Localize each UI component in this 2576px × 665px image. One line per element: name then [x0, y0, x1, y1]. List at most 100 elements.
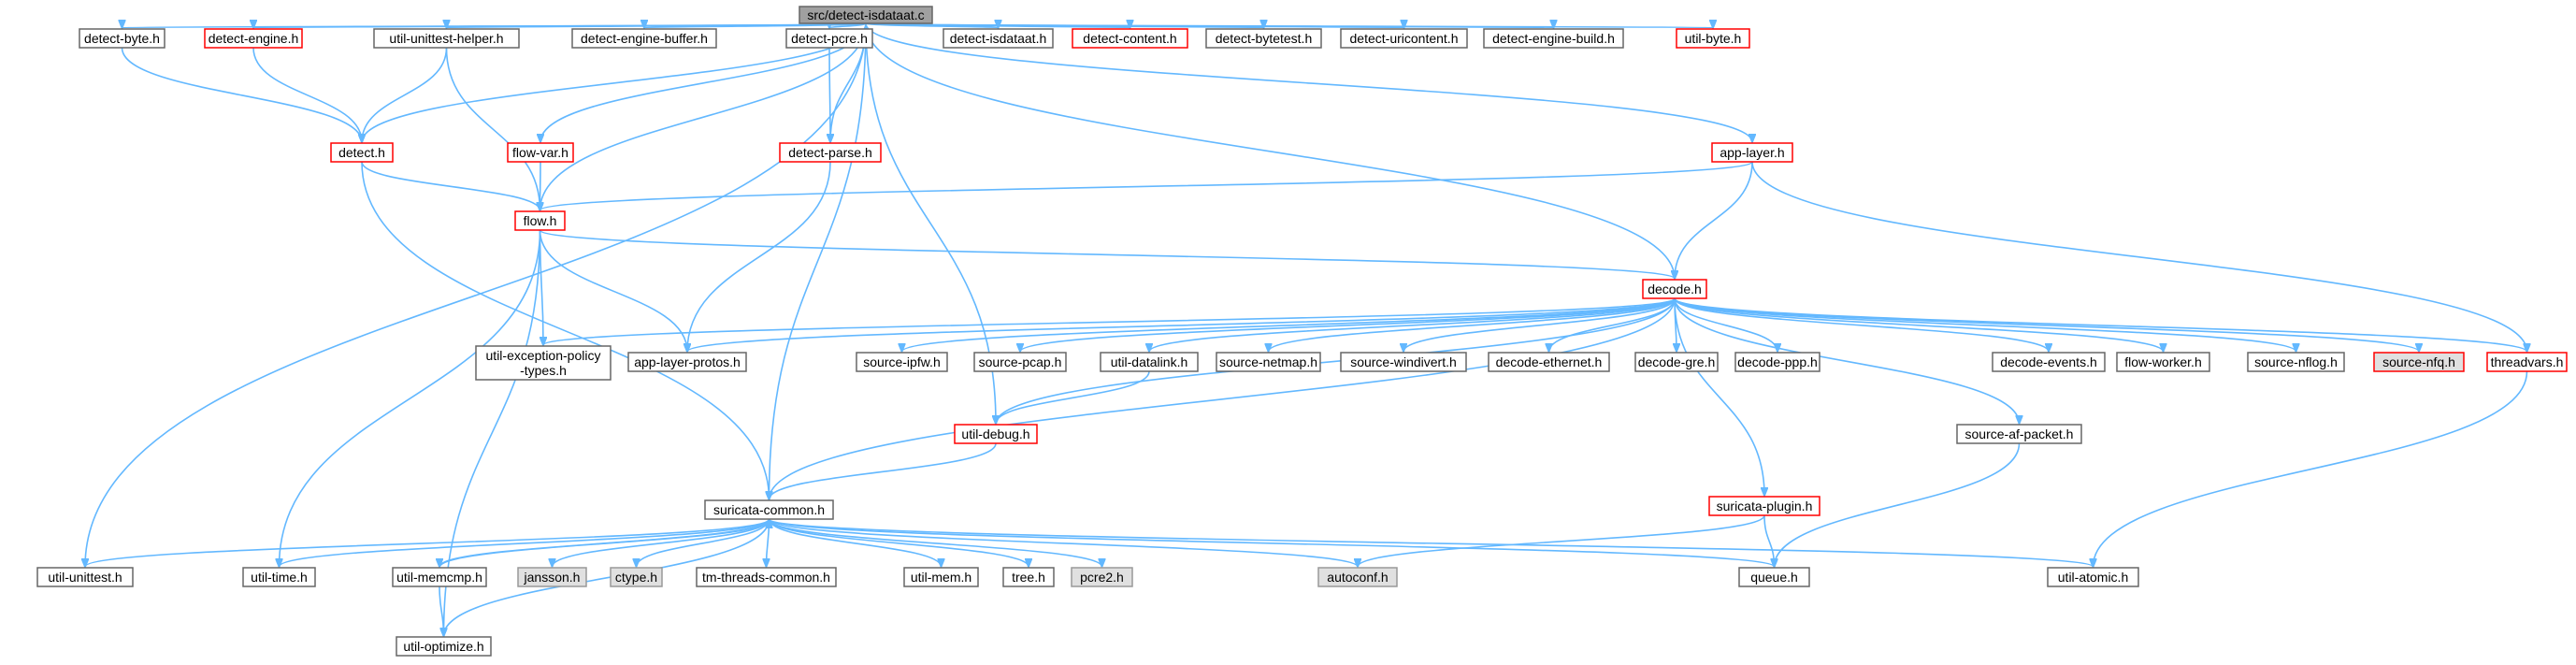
node-box [799, 6, 933, 24]
node-detect-pcre[interactable]: detect-pcre.h [785, 28, 873, 49]
node-box [903, 567, 979, 587]
node-decode-events[interactable]: decode-events.h [1992, 352, 2106, 372]
edge-root-to-detect_engine_buffer [644, 23, 867, 28]
node-box [204, 28, 303, 49]
node-label: detect-parse.h [788, 145, 872, 160]
node-source-nfq[interactable]: source-nfq.h [2373, 352, 2465, 372]
node-source-nflog[interactable]: source-nflog.h [2247, 352, 2345, 372]
node-tree[interactable]: tree.h [1002, 567, 1055, 587]
edge-decode_h-to-source_pcap [1020, 297, 1676, 352]
node-decode-ppp[interactable]: decode-ppp.h [1734, 352, 1820, 372]
node-box [1956, 424, 2082, 444]
node-label: detect-engine-buffer.h [581, 31, 708, 46]
node-util-optimize[interactable]: util-optimize.h [396, 636, 492, 657]
node-source-af-packet[interactable]: source-af-packet.h [1956, 424, 2082, 444]
node-label: tm-threads-common.h [702, 570, 830, 585]
node-util-debug[interactable]: util-debug.h [954, 424, 1038, 444]
edge-flow_h-to-util_optimize [444, 229, 541, 636]
node-box [1734, 352, 1820, 372]
node-detect-uricontent[interactable]: detect-uricontent.h [1340, 28, 1468, 49]
node-label: source-nflog.h [2254, 354, 2338, 369]
node-box [1072, 28, 1188, 49]
node-pcre2[interactable]: pcre2.h [1071, 567, 1133, 587]
edge-suricata_common-to-queue [768, 518, 1775, 567]
node-detect-byte[interactable]: detect-byte.h [79, 28, 165, 49]
node-box [973, 352, 1067, 372]
node-box [704, 499, 834, 520]
node-decode-h[interactable]: decode.h [1642, 279, 1707, 299]
node-util-memcmp[interactable]: util-memcmp.h [392, 567, 487, 587]
node-queue[interactable]: queue.h [1738, 567, 1810, 587]
node-detect-bytetest[interactable]: detect-bytetest.h [1205, 28, 1322, 49]
node-util-mem[interactable]: util-mem.h [903, 567, 979, 587]
node-source-pcap[interactable]: source-pcap.h [973, 352, 1067, 372]
node-label: detect-uricontent.h [1350, 31, 1459, 46]
node-detect-content[interactable]: detect-content.h [1072, 28, 1188, 49]
node-tm-threads-common[interactable]: tm-threads-common.h [696, 567, 837, 587]
node-label: source-pcap.h [979, 354, 1062, 369]
node-app-layer-protos[interactable]: app-layer-protos.h [627, 352, 747, 372]
node-app-layer[interactable]: app-layer.h [1711, 142, 1793, 163]
node-box [943, 28, 1054, 49]
node-box [1708, 496, 1820, 516]
node-flow-worker[interactable]: flow-worker.h [2116, 352, 2210, 372]
node-label: source-ipfw.h [863, 354, 940, 369]
node-label: detect.h [338, 145, 385, 160]
node-label: util-atomic.h [2058, 570, 2128, 585]
edge-decode_h-to-suricata_plugin [1674, 297, 1764, 496]
node-box [507, 142, 574, 163]
node-detect-engine[interactable]: detect-engine.h [204, 28, 303, 49]
edge-flow_h-to-decode_h [539, 229, 1676, 279]
edge-decode_h-to-source_netmap [1269, 297, 1676, 352]
node-util-time[interactable]: util-time.h [242, 567, 316, 587]
node-box [373, 28, 520, 49]
node-jansson[interactable]: jansson.h [517, 567, 587, 587]
edge-util_debug-to-suricata_common [770, 442, 997, 499]
node-threadvars[interactable]: threadvars.h [2486, 352, 2568, 372]
edge-util_memcmp-to-suricata_common [439, 520, 770, 569]
node-label: util-debug.h [961, 426, 1029, 441]
node-util-unittest-helper[interactable]: util-unittest-helper.h [373, 28, 520, 49]
edge-suricata_plugin-to-queue [1763, 514, 1775, 567]
edge-flow_h-to-app_layer_protos [539, 229, 688, 352]
node-suricata-common[interactable]: suricata-common.h [704, 499, 834, 520]
node-label: threadvars.h [2491, 354, 2564, 369]
node-source-windivert[interactable]: source-windivert.h [1340, 352, 1467, 372]
edge-decode_h-to-source_ipfw [902, 297, 1676, 352]
node-detect-h[interactable]: detect.h [330, 142, 394, 163]
node-label: -types.h [520, 363, 567, 378]
node-label: source-netmap.h [1219, 354, 1317, 369]
node-util-unittest[interactable]: util-unittest.h [36, 567, 134, 587]
node-source-ipfw[interactable]: source-ipfw.h [856, 352, 948, 372]
edge-decode_h-to-source_windivert [1403, 297, 1676, 352]
node-decode-gre[interactable]: decode-gre.h [1634, 352, 1719, 372]
edge-root-to-util_unittest [85, 22, 867, 567]
node-util-datalink[interactable]: util-datalink.h [1100, 352, 1199, 372]
node-util-atomic[interactable]: util-atomic.h [2047, 567, 2139, 587]
node-detect-engine-build[interactable]: detect-engine-build.h [1483, 28, 1624, 49]
node-label: detect-engine-build.h [1492, 31, 1615, 46]
node-detect-parse[interactable]: detect-parse.h [779, 142, 882, 163]
node-detect-isdataat[interactable]: detect-isdataat.h [943, 28, 1054, 49]
node-suricata-plugin[interactable]: suricata-plugin.h [1708, 496, 1820, 516]
node-label: util-datalink.h [1111, 354, 1188, 369]
node-source-netmap[interactable]: source-netmap.h [1216, 352, 1321, 372]
node-autoconf[interactable]: autoconf.h [1317, 567, 1398, 587]
node-util-byte[interactable]: util-byte.h [1676, 28, 1750, 49]
edge-suricata_common-to-util_unittest [85, 518, 770, 567]
node-box [1340, 28, 1468, 49]
node-root[interactable]: src/detect-isdataat.c [799, 6, 933, 24]
node-flow-var[interactable]: flow-var.h [507, 142, 574, 163]
node-box [2116, 352, 2210, 372]
edge-suricata_common-to-util_optimize [444, 518, 770, 636]
edge-detect_engine-to-detect_h [252, 47, 362, 142]
node-ctype[interactable]: ctype.h [610, 567, 663, 587]
node-label: tree.h [1012, 570, 1045, 585]
node-label: source-af-packet.h [1965, 426, 2074, 441]
edge-decode_h-to-util_exception [543, 297, 1676, 345]
node-box [1711, 142, 1793, 163]
node-flow-h[interactable]: flow.h [514, 210, 566, 231]
node-detect-engine-buffer[interactable]: detect-engine-buffer.h [571, 28, 717, 49]
node-util-exception[interactable]: util-exception-policy-types.h [475, 345, 612, 381]
node-decode-ethernet[interactable]: decode-ethernet.h [1488, 352, 1610, 372]
